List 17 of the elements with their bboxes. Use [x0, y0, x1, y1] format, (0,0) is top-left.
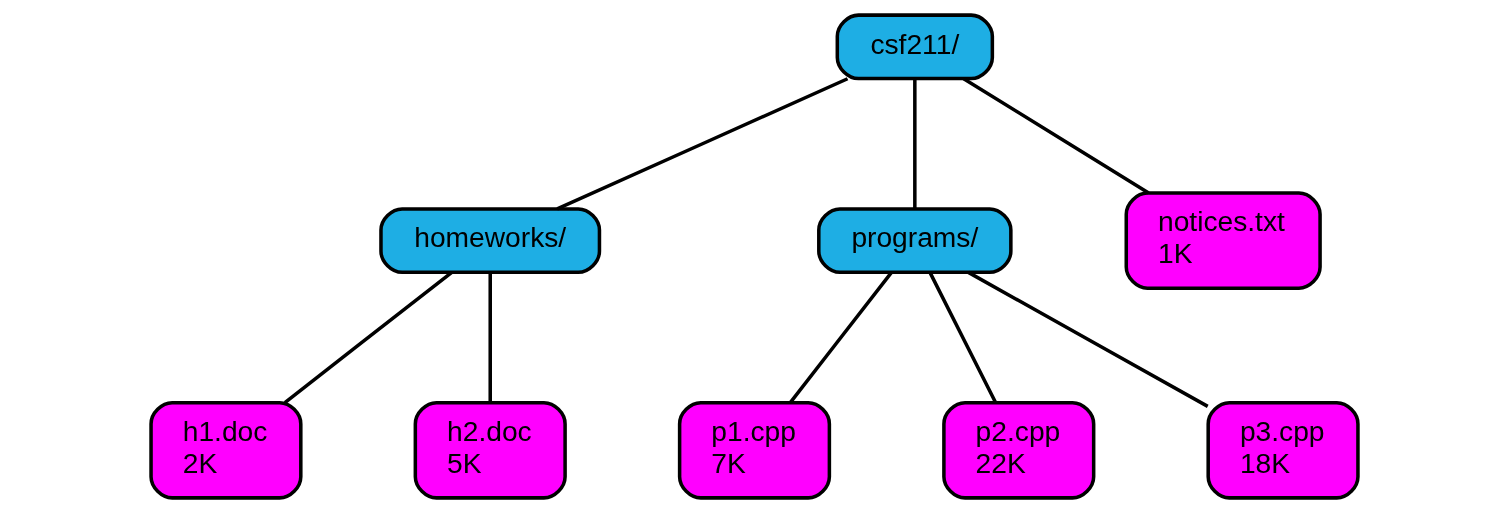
node-box: h2.doc 5K — [413, 401, 567, 500]
node-box: p2.cpp 22K — [941, 401, 1095, 500]
connector — [967, 270, 1209, 408]
connector — [927, 271, 997, 404]
connector — [283, 271, 453, 404]
connector — [912, 79, 917, 209]
node-box: p1.cpp 7K — [677, 401, 831, 500]
node-box: p3.cpp 18K — [1205, 401, 1360, 500]
node-box: programs/ — [816, 207, 1013, 275]
node-box: csf211/ — [835, 13, 994, 81]
connector — [555, 77, 848, 211]
connector — [788, 271, 893, 404]
node-box: notices.txt 1K — [1124, 191, 1322, 290]
node-box: homeworks/ — [378, 207, 601, 275]
node-box: h1.doc 2K — [148, 401, 303, 500]
connector — [487, 272, 492, 403]
connector — [962, 77, 1150, 195]
